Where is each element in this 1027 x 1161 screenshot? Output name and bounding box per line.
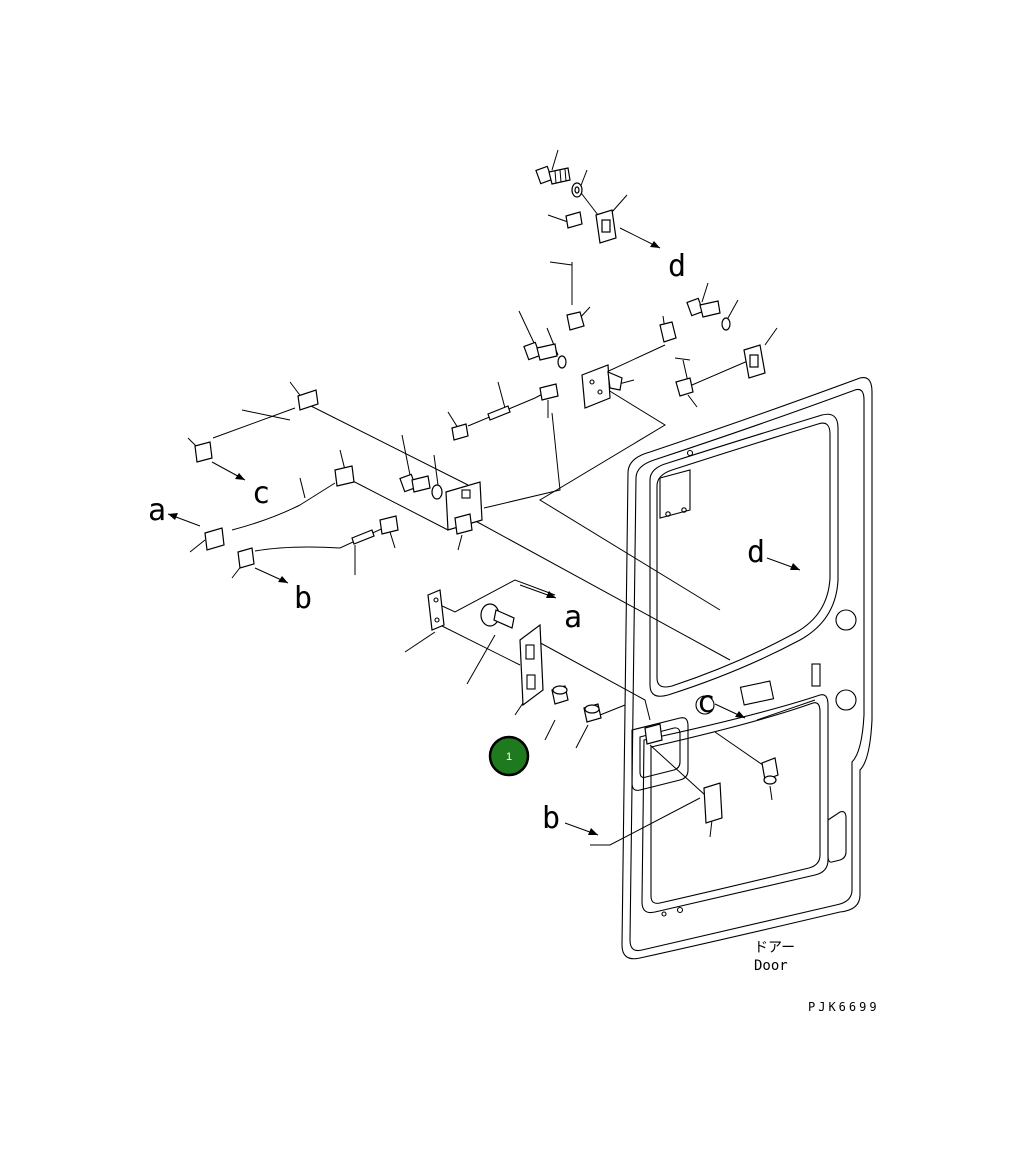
striker-door	[761, 757, 779, 785]
door-panel	[621, 377, 873, 960]
lock-plate-center	[519, 623, 544, 707]
handle-bracket-door	[703, 782, 723, 824]
bolt-top	[535, 165, 571, 185]
label-b-left: b	[294, 581, 312, 616]
washer-top	[571, 182, 583, 198]
handle-lever-door	[644, 723, 663, 745]
bracket-small-top	[566, 311, 585, 331]
lever-right	[659, 321, 694, 397]
label-d-right: d	[747, 535, 765, 570]
label-a-left: a	[148, 493, 166, 528]
bolt-right	[686, 297, 731, 331]
rod-end-left	[194, 389, 399, 569]
latch-assembly	[399, 473, 483, 535]
rod-end-mid	[451, 383, 559, 441]
door-label-english: Door	[754, 958, 788, 974]
bushing-2	[583, 703, 602, 723]
bolt-middle	[523, 341, 567, 369]
striker-top	[595, 209, 617, 244]
lock-plate-left	[427, 589, 445, 631]
bushing-1	[551, 685, 569, 705]
label-b-right: b	[542, 801, 560, 836]
label-a-right: a	[564, 600, 582, 635]
leader-lines	[187, 149, 778, 838]
striker-right	[743, 344, 766, 379]
callout-number[interactable]: 1	[506, 751, 512, 763]
drawing-code: PJK6699	[808, 1000, 880, 1014]
callout-marker[interactable]: 1	[488, 735, 530, 777]
door-label-japanese: ドアー	[754, 940, 795, 956]
label-c-left: c	[252, 476, 270, 511]
lock-bracket	[581, 364, 623, 409]
clip-top	[565, 211, 583, 229]
shoulder-bolt	[480, 603, 515, 629]
callout-circle[interactable]	[488, 735, 530, 777]
reference-arrows	[167, 227, 801, 836]
label-c-right: c	[697, 685, 715, 720]
label-d-top: d	[668, 249, 686, 284]
